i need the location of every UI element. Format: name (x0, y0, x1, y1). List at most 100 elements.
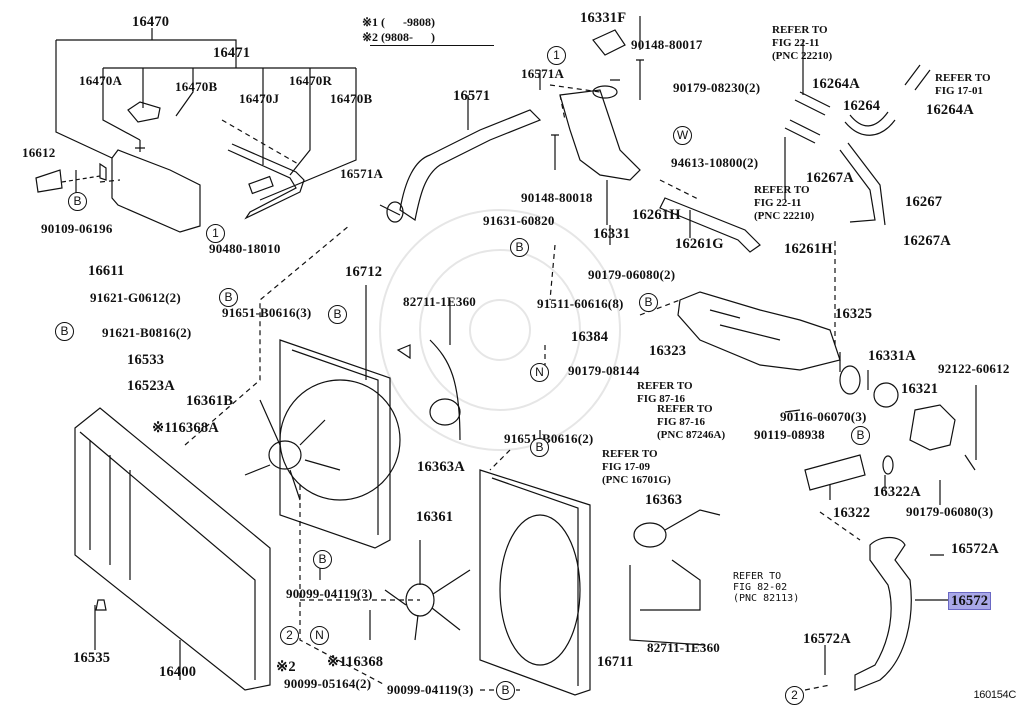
part-label-16571[interactable]: 16571 (453, 88, 491, 104)
part-label-94613-10800[interactable]: 94613-10800(2) (671, 155, 759, 170)
reservoir-leader-lines (56, 28, 356, 200)
part-label-16535[interactable]: 16535 (73, 650, 111, 666)
part-label-16711[interactable]: 16711 (597, 654, 634, 670)
fan-motor-16363 (634, 510, 720, 610)
part-label-16267A-a[interactable]: 16267A (806, 170, 854, 186)
part-label-90179-08230[interactable]: 90179-08230(2) (673, 80, 761, 95)
part-label-16322[interactable]: 16322 (833, 505, 871, 521)
part-label-90480-18010[interactable]: 90480-18010 (209, 241, 281, 256)
part-label-16322A[interactable]: 16322A (873, 484, 921, 500)
part-label-16361[interactable]: 16361 (416, 509, 454, 525)
fan-shroud-right (480, 470, 590, 695)
part-label-16323[interactable]: 16323 (649, 343, 687, 359)
part-label-16572-highlighted[interactable]: 16572 (948, 592, 992, 610)
dashed-leader (62, 176, 100, 182)
reference-fig-82-02[interactable]: REFER TO FIG 82-02 (PNC 82113) (733, 571, 800, 604)
part-label-16321[interactable]: 16321 (901, 381, 939, 397)
reference-fig-22-11-a[interactable]: REFER TO FIG 22-11 (PNC 22210) (772, 24, 833, 62)
part-label-16470B[interactable]: 16470B (175, 79, 218, 94)
part-label-91621-G0612[interactable]: 91621-G0612(2) (90, 290, 181, 305)
part-label-91651-B0616-3[interactable]: 91651-B0616(3) (222, 305, 312, 320)
part-label-90179-06080-2[interactable]: 90179-06080(2) (588, 267, 676, 282)
part-label-16612[interactable]: 16612 (22, 145, 56, 160)
part-label-16368A[interactable]: ※116368A (152, 420, 219, 436)
marker-b: B (55, 322, 74, 341)
part-label-16712[interactable]: 16712 (345, 264, 383, 280)
part-label-16331A[interactable]: 16331A (868, 348, 916, 364)
watermark-emblem (380, 210, 620, 450)
part-label-92122-60612[interactable]: 92122-60612 (938, 361, 1010, 376)
reference-fig-87-16-b[interactable]: REFER TO FIG 87-16 (PNC 87246A) (657, 403, 726, 441)
overflow-hose (228, 144, 304, 218)
part-label-16470[interactable]: 16470 (132, 14, 170, 30)
part-label-116368[interactable]: ※116368 (327, 654, 384, 670)
part-label-16384[interactable]: 16384 (571, 329, 609, 345)
part-label-16533[interactable]: 16533 (127, 352, 165, 368)
part-label-16264A-a[interactable]: 16264A (812, 76, 860, 92)
part-label-16363[interactable]: 16363 (645, 492, 683, 508)
reference-fig-17-09[interactable]: REFER TO FIG 17-09 (PNC 16701G) (602, 448, 671, 486)
part-label-16267[interactable]: 16267 (905, 194, 943, 210)
part-label-16611[interactable]: 16611 (88, 263, 125, 279)
part-label-91631-60820[interactable]: 91631-60820 (483, 213, 555, 228)
part-label-90148-80018[interactable]: 90148-80018 (521, 190, 593, 205)
marker-2: 2 (280, 626, 299, 645)
upper-radiator-hose (380, 95, 540, 222)
marker-b: B (510, 238, 529, 257)
part-label-16400[interactable]: 16400 (159, 664, 197, 680)
part-label-16361B[interactable]: 16361B (186, 393, 234, 409)
part-label-90148-80017[interactable]: 90148-80017 (631, 37, 703, 52)
reference-fig-22-11-b[interactable]: REFER TO FIG 22-11 (PNC 22210) (754, 184, 815, 222)
part-label-90116-06070[interactable]: 90116-06070(3) (780, 409, 867, 424)
part-label-16331[interactable]: 16331 (593, 226, 631, 242)
part-label-91621-B0816[interactable]: 91621-B0816(2) (102, 325, 192, 340)
marker-n: N (530, 363, 549, 382)
marker-1: 1 (206, 224, 225, 243)
part-label-16325[interactable]: 16325 (835, 306, 873, 322)
part-label-16470B-2[interactable]: 16470B (330, 91, 373, 106)
part-label-82711-1E360-a[interactable]: 82711-1E360 (403, 294, 476, 309)
part-label-16363A[interactable]: 16363A (417, 459, 465, 475)
legend-divider (370, 45, 494, 46)
part-label-91651-B0616-2[interactable]: 91651-B0616(2) (504, 431, 594, 446)
part-label-16571A-b[interactable]: 16571A (340, 166, 384, 181)
lower-radiator-hose (855, 538, 948, 691)
part-label-16471[interactable]: 16471 (213, 45, 251, 61)
applicability-legend: ※1 ( -9808) ※2 (9808- ) (362, 15, 435, 45)
part-label-90119-08938[interactable]: 90119-08938 (754, 427, 825, 442)
part-label-16261G[interactable]: 16261G (675, 236, 724, 252)
part-label-16572A-b[interactable]: 16572A (803, 631, 851, 647)
part-label-90099-04119-a[interactable]: 90099-04119(3) (286, 586, 373, 601)
part-label-82711-1E360-b[interactable]: 82711-1E360 (647, 640, 720, 655)
reference-fig-87-16-a[interactable]: REFER TO FIG 87-16 (637, 380, 693, 405)
part-label-16267A-b[interactable]: 16267A (903, 233, 951, 249)
part-label-16261H-b[interactable]: 16261H (784, 241, 833, 257)
reference-fig-17-01[interactable]: REFER TO FIG 17-01 (935, 72, 991, 97)
legend-note-2: ※2 (9808- ) (362, 30, 436, 44)
note-mark-2: ※2 (276, 659, 296, 675)
marker-b: B (328, 305, 347, 324)
marker-b: B (639, 293, 658, 312)
part-label-91511-60616[interactable]: 91511-60616(8) (537, 296, 624, 311)
figure-id: 160154C (973, 689, 1016, 701)
part-label-90109-06196[interactable]: 90109-06196 (41, 221, 113, 236)
part-label-16264A-b[interactable]: 16264A (926, 102, 974, 118)
part-label-16470A[interactable]: 16470A (79, 73, 123, 88)
part-label-90099-05164[interactable]: 90099-05164(2) (284, 676, 372, 691)
part-label-16331F[interactable]: 16331F (580, 10, 627, 26)
part-label-90099-04119-b[interactable]: 90099-04119(3) (387, 682, 474, 697)
part-label-16470J[interactable]: 16470J (239, 91, 280, 106)
part-label-16572A-a[interactable]: 16572A (951, 541, 999, 557)
part-label-16523A[interactable]: 16523A (127, 378, 175, 394)
part-label-90179-08144[interactable]: 90179-08144 (568, 363, 640, 378)
bracket-16612 (36, 170, 62, 192)
part-label-16264[interactable]: 16264 (843, 98, 881, 114)
part-label-16261H-a[interactable]: 16261H (632, 207, 681, 223)
fan-motor-16363A (398, 340, 460, 440)
part-label-90179-06080-3[interactable]: 90179-06080(3) (906, 504, 994, 519)
marker-b: B (496, 681, 515, 700)
part-label-16571A-a[interactable]: 16571A (521, 66, 565, 81)
part-label-16470R[interactable]: 16470R (289, 73, 333, 88)
water-outlet (560, 30, 640, 225)
